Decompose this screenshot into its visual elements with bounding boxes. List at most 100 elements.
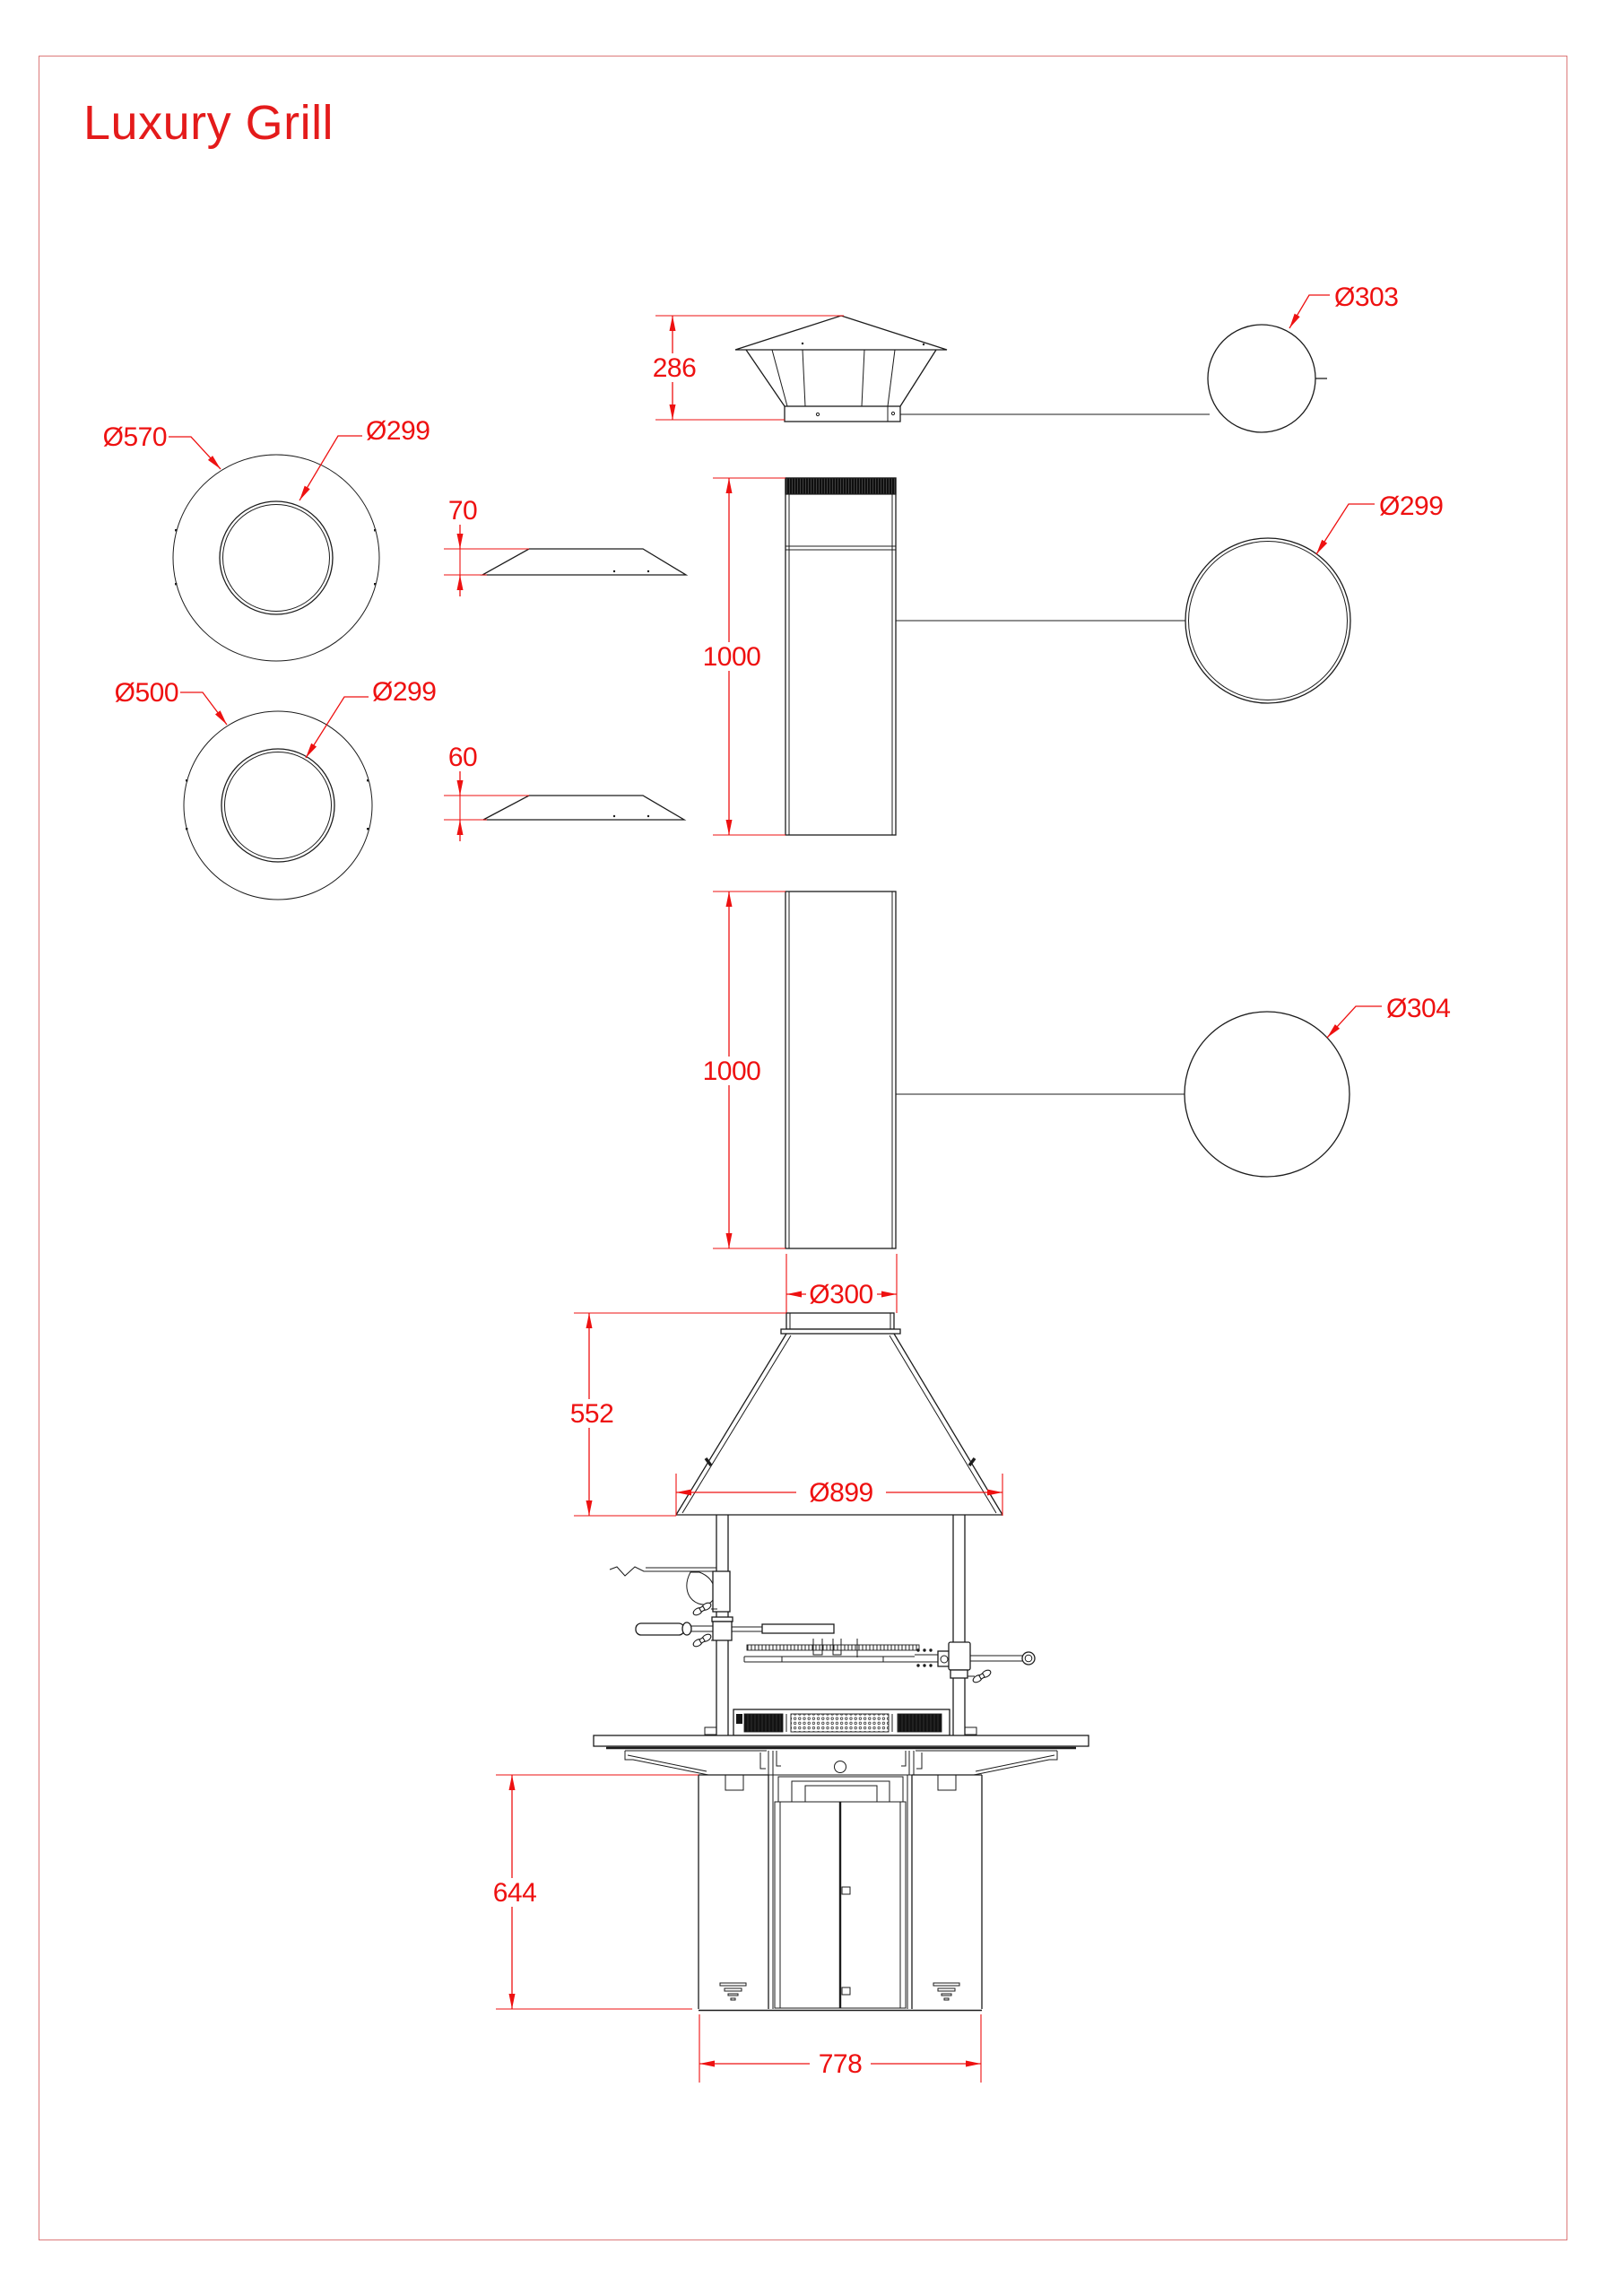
clamp-base xyxy=(950,1669,968,1679)
crank-hook xyxy=(609,1566,716,1577)
dim-upper-pipe-length: 1000 xyxy=(703,477,785,836)
clamp-block xyxy=(948,1641,971,1671)
hood-cone-inner xyxy=(681,1335,997,1514)
flange-tick-marks xyxy=(186,779,369,831)
flange-outer-circle xyxy=(183,710,373,900)
spit-sleeve xyxy=(761,1623,835,1634)
rack-clips xyxy=(812,1639,858,1657)
dim-label-d300: Ø300 xyxy=(809,1280,872,1309)
leader-570: Ø570 xyxy=(103,422,221,470)
collar-plate xyxy=(711,1616,733,1622)
upper-pipe-body xyxy=(785,477,897,836)
dim-base-width: 778 xyxy=(699,2014,982,2083)
door-handle-lower xyxy=(841,1987,851,1996)
rain-cap-side-view xyxy=(734,315,1327,433)
right-gusset xyxy=(916,1750,1058,1776)
small-flange-profile xyxy=(482,795,687,821)
table-supports xyxy=(624,1750,1058,1776)
right-leg xyxy=(911,1774,983,2009)
left-gusset xyxy=(624,1750,767,1776)
rain-cap-collar xyxy=(784,405,901,422)
rain-cap-struts xyxy=(771,349,896,407)
collar-rivet xyxy=(890,411,896,416)
post-bolt-right xyxy=(964,1726,977,1735)
rain-cap-roof xyxy=(734,315,948,351)
vent-panel-right xyxy=(897,1713,942,1733)
support-posts xyxy=(716,1515,966,1735)
dim-hood-bottom-diameter: Ø899 xyxy=(675,1474,1003,1516)
drawing-title: Luxury Grill xyxy=(83,96,334,150)
dim-label-778: 778 xyxy=(819,2049,863,2079)
dim-base-height: 644 xyxy=(493,1774,699,2010)
pipe-crimped-end xyxy=(785,477,897,495)
dim-label-d570: Ø570 xyxy=(103,422,167,452)
firebox xyxy=(704,1709,977,1736)
dim-lower-pipe-length: 1000 xyxy=(703,891,785,1249)
ash-drawer xyxy=(777,1776,904,1803)
post-bolt-left xyxy=(704,1726,717,1735)
left-leg xyxy=(698,1774,769,2009)
leader-299-small: Ø299 xyxy=(305,677,437,759)
center-frame xyxy=(768,1751,915,1775)
seam-mark xyxy=(704,1457,713,1467)
dim-flange-60: 60 xyxy=(444,743,529,841)
firebox-latch xyxy=(736,1714,742,1724)
handle-cap xyxy=(681,1622,692,1636)
sheet-border xyxy=(39,56,1567,2240)
rod-knob xyxy=(1021,1651,1036,1665)
upper-pipe-view xyxy=(785,477,1351,836)
small-flange-top-view xyxy=(183,710,373,900)
pedestal-base xyxy=(698,1774,983,2012)
handle-rod xyxy=(970,1655,1022,1662)
rod-knob-inner xyxy=(1024,1654,1033,1663)
vent-louvers-left xyxy=(719,1982,747,2001)
spit-rod xyxy=(691,1625,762,1632)
panel-dividers xyxy=(785,1714,893,1732)
post-sleeve xyxy=(712,1570,731,1613)
dim-label-60: 60 xyxy=(448,743,477,772)
collar-rivet xyxy=(815,412,820,417)
lower-pipe-body xyxy=(785,891,897,1249)
leader-cap-diameter: Ø303 xyxy=(1289,283,1399,329)
spit-screws xyxy=(916,1648,933,1667)
flange-inner-circle-2 xyxy=(224,752,332,859)
large-flange-profile xyxy=(480,548,689,576)
leader-304: Ø304 xyxy=(1326,994,1451,1039)
spit-end xyxy=(915,1654,938,1663)
vent-panel-left xyxy=(743,1713,784,1733)
pipe-detail-circle xyxy=(1184,1011,1350,1178)
dim-label-70: 70 xyxy=(448,496,477,526)
hood-view xyxy=(675,1312,1003,1516)
dim-label-d500: Ø500 xyxy=(115,678,178,708)
damper-knob xyxy=(834,1761,846,1773)
flange-inner-circle xyxy=(219,500,334,615)
dim-flange-70: 70 xyxy=(444,496,529,596)
table-slab xyxy=(593,1735,1089,1747)
ash-drawer-step xyxy=(791,1780,890,1803)
flange-inner-circle xyxy=(221,748,335,863)
spit-bracket xyxy=(712,1621,733,1641)
hood-flange xyxy=(780,1328,901,1335)
dim-label-d899: Ø899 xyxy=(809,1478,872,1508)
hood-collar xyxy=(785,1312,895,1330)
lower-spit-rod xyxy=(743,1656,915,1663)
rotisserie-motor-assembly xyxy=(609,1566,920,1663)
leg-notch-left xyxy=(725,1774,744,1791)
cap-detail-circle xyxy=(1207,324,1316,433)
dim-label-552: 552 xyxy=(570,1399,614,1429)
pipe-detail-circle-2 xyxy=(1188,541,1348,700)
dim-label-1000b: 1000 xyxy=(703,1057,761,1086)
large-flange-top-view xyxy=(172,454,380,662)
dim-label-d303: Ø303 xyxy=(1334,283,1398,312)
seam-mark xyxy=(968,1457,976,1467)
leader-500: Ø500 xyxy=(115,678,228,726)
counterweight xyxy=(686,1571,716,1605)
vent-louvers-right xyxy=(933,1982,960,2001)
dim-label-1000a: 1000 xyxy=(703,642,761,672)
dim-hood-height: 552 xyxy=(570,1312,786,1517)
charcoal-grate xyxy=(790,1713,890,1733)
flange-outer-circle xyxy=(172,454,380,662)
wing-nut xyxy=(971,1668,993,1684)
